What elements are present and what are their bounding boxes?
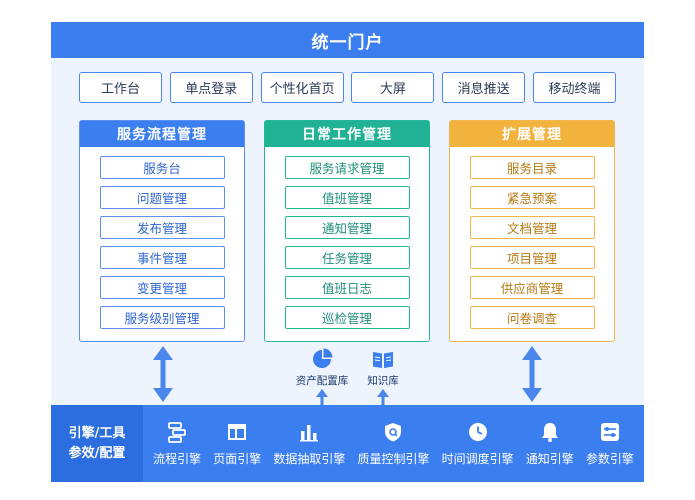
change-management-item[interactable]: 变更管理 (99, 276, 225, 299)
portal-item-big-screen[interactable]: 大屏 (351, 72, 435, 103)
problem-management-item[interactable]: 问题管理 (99, 186, 225, 209)
page-engine[interactable]: 页面引擎 (213, 421, 261, 467)
extension-panel: 扩展管理 服务目录 紧急预案 文档管理 项目管理 供应商管理 问卷调查 (449, 120, 615, 342)
bar-chart-icon (300, 424, 319, 441)
data-extract-engine-label: 数据抽取引擎 (273, 451, 346, 466)
process-engine[interactable]: 流程引擎 (153, 421, 201, 467)
flow-icon (168, 421, 186, 443)
engine-label-line2: 参效/配置 (68, 445, 126, 461)
duty-management-item[interactable]: 值班管理 (284, 186, 410, 209)
pie-chart-icon (313, 348, 333, 368)
time-schedule-engine[interactable]: 时间调度引擎 (442, 421, 514, 467)
knowledge-base[interactable]: 知识库 (358, 348, 408, 388)
notify-engine[interactable]: 通知引擎 (526, 421, 574, 467)
notify-engine-label: 通知引擎 (525, 451, 574, 466)
project-management-item[interactable]: 项目管理 (469, 246, 595, 269)
knowledge-up-arrow (377, 389, 389, 406)
bell-icon (541, 422, 558, 442)
duty-log-item[interactable]: 值班日志 (284, 276, 410, 299)
engine-tools-bar: 引擎/工具 参效/配置 流程引擎 页面引擎 (51, 405, 644, 482)
time-schedule-engine-label: 时间调度引擎 (441, 451, 514, 466)
service-catalog-item[interactable]: 服务目录 (469, 156, 595, 179)
sliders-icon (600, 422, 619, 441)
portal-item-personal-home[interactable]: 个性化首页 (260, 72, 344, 103)
service-request-item[interactable]: 服务请求管理 (284, 156, 410, 179)
notice-management-item[interactable]: 通知管理 (284, 216, 410, 239)
clock-icon (468, 422, 487, 441)
unified-portal-title: 统一门户 (51, 22, 644, 58)
questionnaire-item[interactable]: 问卷调查 (469, 306, 595, 329)
asset-up-arrow (316, 389, 328, 406)
emergency-plan-item[interactable]: 紧急预案 (469, 186, 595, 209)
service-desk-item[interactable]: 服务台 (99, 156, 225, 179)
right-double-arrow (522, 346, 542, 402)
service-process-panel-title: 服务流程管理 (80, 121, 244, 147)
left-double-arrow (153, 346, 173, 402)
inspection-management-item[interactable]: 巡检管理 (284, 306, 410, 329)
portal-item-mobile[interactable]: 移动终端 (532, 72, 616, 103)
page-layout-icon (228, 423, 247, 440)
portal-item-sso[interactable]: 单点登录 (169, 72, 253, 103)
parameter-engine-label: 参数引擎 (585, 451, 634, 466)
asset-config-db-label: 资产配置库 (295, 375, 349, 387)
incident-management-item[interactable]: 事件管理 (99, 246, 225, 269)
book-icon (373, 352, 393, 368)
supplier-management-item[interactable]: 供应商管理 (469, 276, 595, 299)
daily-work-panel-title: 日常工作管理 (265, 121, 429, 147)
data-extract-engine[interactable]: 数据抽取引擎 (273, 421, 345, 467)
portal-item-message-push[interactable]: 消息推送 (442, 72, 526, 103)
asset-config-db[interactable]: 资产配置库 (292, 348, 352, 388)
portal-item-workbench[interactable]: 工作台 (79, 72, 162, 103)
task-management-item[interactable]: 任务管理 (284, 246, 410, 269)
page-engine-label: 页面引擎 (213, 451, 262, 466)
shield-icon (385, 422, 402, 441)
portal-functions-row: 工作台 单点登录 个性化首页 大屏 消息推送 移动终端 (79, 72, 616, 103)
parameter-engine[interactable]: 参数引擎 (586, 421, 634, 467)
daily-work-panel: 日常工作管理 服务请求管理 值班管理 通知管理 任务管理 值班日志 巡检管理 (264, 120, 430, 342)
process-engine-label: 流程引擎 (153, 451, 202, 466)
service-level-management-item[interactable]: 服务级别管理 (99, 306, 225, 329)
engine-tools-label: 引擎/工具 参效/配置 (51, 405, 143, 482)
knowledge-base-label: 知识库 (367, 375, 399, 387)
engine-label-line1: 引擎/工具 (68, 425, 126, 441)
service-process-panel: 服务流程管理 服务台 问题管理 发布管理 事件管理 变更管理 服务级别管理 (79, 120, 245, 342)
quality-control-engine-label: 质量控制引擎 (357, 451, 430, 466)
extension-panel-title: 扩展管理 (450, 121, 614, 147)
release-management-item[interactable]: 发布管理 (99, 216, 225, 239)
quality-control-engine[interactable]: 质量控制引擎 (357, 421, 430, 467)
document-management-item[interactable]: 文档管理 (469, 216, 595, 239)
